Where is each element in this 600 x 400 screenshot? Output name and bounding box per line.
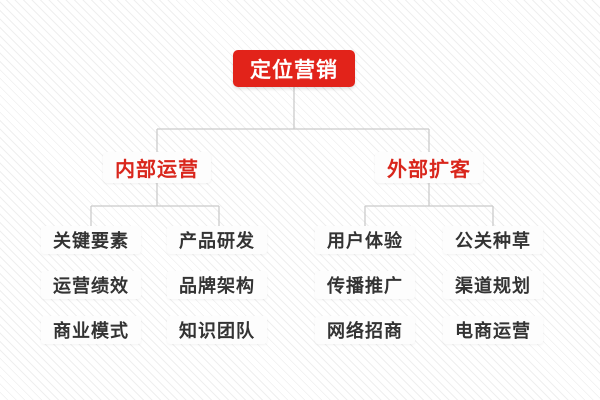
leaf-node: 品牌架构 [167,271,267,299]
branch-node-internal-ops: 内部运营 [103,152,211,183]
leaf-node: 商业模式 [41,316,141,344]
root-node: 定位营销 [233,50,355,87]
leaf-node: 关键要素 [41,226,141,254]
branch-node-external-growth: 外部扩客 [375,152,483,183]
leaf-node: 电商运营 [443,316,543,344]
leaf-node: 传播推广 [315,271,415,299]
leaf-node: 网络招商 [315,316,415,344]
leaf-node: 渠道规划 [443,271,543,299]
leaf-node: 公关种草 [443,226,543,254]
leaf-node: 产品研发 [167,226,267,254]
leaf-node: 用户体验 [315,226,415,254]
leaf-node: 运营绩效 [41,271,141,299]
leaf-node: 知识团队 [167,316,267,344]
